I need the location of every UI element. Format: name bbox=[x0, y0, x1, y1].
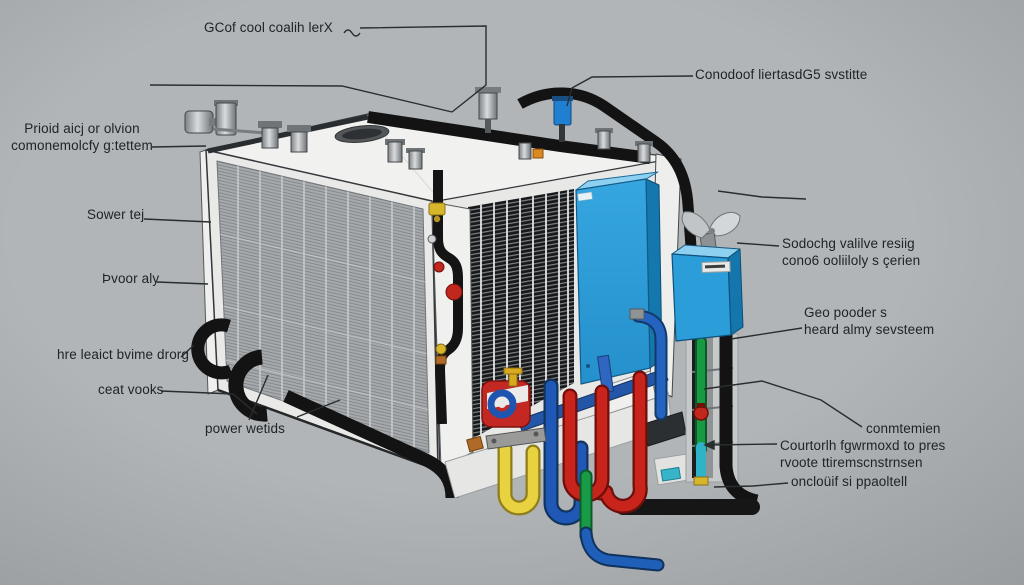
leader-sodochg bbox=[736, 242, 780, 247]
label-onclouif: oncloüif si ppaoltell bbox=[791, 474, 908, 489]
label-geo: Geo pooder s heard almy sevsteem bbox=[804, 305, 934, 338]
leader-arrowhead bbox=[703, 439, 715, 451]
label-courtorlh: Courtorlh fgwrmoxd to pres rvoote ttirem… bbox=[780, 438, 945, 471]
teal-chip bbox=[660, 466, 682, 482]
label-conodorf: Conodoof liertasdG5 svstitte bbox=[695, 67, 868, 82]
label-courtorlh-line1: Courtorlh fgwrmoxd to pres bbox=[780, 438, 946, 453]
leader-onclouif bbox=[713, 482, 789, 488]
top-ridge-pipes bbox=[207, 87, 703, 331]
label-geo-line1: Geo pooder s bbox=[804, 305, 888, 320]
leader-lines bbox=[143, 25, 863, 488]
label-sower: Sower tej bbox=[87, 207, 145, 222]
fan-scoop-icon bbox=[709, 212, 741, 237]
blue-control-box bbox=[671, 211, 744, 342]
leader-prioid bbox=[151, 145, 207, 148]
leader-gcof bbox=[343, 29, 361, 37]
label-prioid-line2: comonemolcfy g:tettem bbox=[11, 137, 153, 153]
top-fittings bbox=[184, 87, 653, 170]
red-valve-icon bbox=[693, 405, 709, 421]
label-prioid: Prioid aicj or olvion comonemolcfy g:tet… bbox=[2, 121, 162, 154]
leader-extra-top bbox=[149, 84, 453, 113]
label-ceat: ceat vooks bbox=[98, 382, 164, 397]
pipe-clamp bbox=[485, 427, 547, 450]
label-gcof: GCof cool coalih lerX bbox=[204, 20, 333, 35]
label-hre: hre leaict bvime drorg bbox=[57, 347, 190, 362]
label-geo-line2: heard almy sevsteem bbox=[804, 321, 935, 337]
leader-power bbox=[296, 399, 341, 418]
leader-voor bbox=[156, 281, 209, 285]
red-knob bbox=[433, 261, 445, 273]
condenser-unit bbox=[184, 87, 760, 572]
label-conmtemien: conmtemien bbox=[866, 421, 941, 436]
vent-oval bbox=[334, 125, 390, 143]
front-s-pipe bbox=[427, 170, 463, 425]
leader-ceat bbox=[160, 390, 258, 415]
red-cap bbox=[445, 283, 463, 301]
label-sodochg-line1: Sodochg valilve resiig bbox=[782, 236, 915, 251]
leader-conmtemien bbox=[703, 380, 863, 428]
label-voor: Þvoor aly bbox=[102, 271, 160, 286]
label-courtorlh-line2: rvoote ttiremscnstrnsen bbox=[780, 454, 923, 470]
blue-refrigerant-tank bbox=[575, 171, 663, 385]
label-sodochg: Sodochg valilve resiig cono6 ooliiloly s… bbox=[782, 236, 920, 269]
leader-geo bbox=[730, 327, 803, 340]
gauge bbox=[427, 234, 437, 244]
coil-fin-stack bbox=[468, 189, 574, 440]
leader-conodorf bbox=[566, 75, 694, 107]
fan-scoop-icon bbox=[681, 211, 711, 239]
yellow-valve bbox=[428, 202, 446, 216]
leader-gcof bbox=[359, 25, 487, 113]
leader-sower bbox=[143, 218, 212, 223]
label-power: power wetids bbox=[205, 421, 285, 436]
leader-artifact-right bbox=[717, 190, 807, 200]
valve-cylinder-icon bbox=[184, 110, 214, 134]
label-sodochg-line2: cono6 ooliiloly s çerien bbox=[782, 252, 921, 268]
leader-power bbox=[248, 374, 269, 421]
leader-courtorlh bbox=[708, 443, 778, 446]
radiator-fin-panel bbox=[205, 149, 439, 472]
red-pump bbox=[481, 367, 531, 428]
label-prioid-line1: Prioid aicj or olvion bbox=[24, 121, 140, 136]
hanging-pipes bbox=[485, 308, 709, 572]
leader-hre bbox=[180, 344, 195, 358]
